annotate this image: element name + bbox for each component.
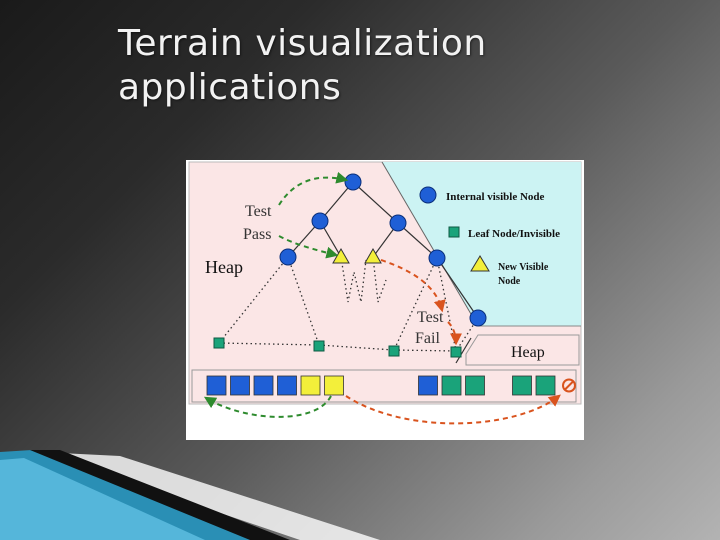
legend-new-visible-label: New Visible (498, 262, 549, 273)
legend-leaf-label: Leaf Node/Invisible (468, 228, 560, 240)
internal-node (428, 249, 446, 267)
heap-cell-blue (418, 375, 438, 396)
test-fail-label: Test (417, 309, 444, 326)
test-pass-label-2: Pass (243, 226, 271, 243)
new-visible-node (364, 247, 382, 264)
quadtree-diagram: Internal visible Node Leaf Node/Invisibl… (186, 160, 584, 440)
legend-internal-label: Internal visible Node (446, 191, 545, 203)
leaf-nodes (213, 337, 462, 358)
test-fail-arrow (380, 259, 446, 313)
internal-node (389, 214, 407, 232)
root-node (344, 173, 362, 191)
legend: Internal visible Node Leaf Node/Invisibl… (419, 186, 560, 287)
leaf-node (213, 337, 225, 349)
leaf-node (450, 346, 462, 358)
heap-cells (206, 375, 576, 396)
test-fail-label-2: Fail (415, 330, 440, 347)
heap-label-left: Heap (205, 257, 243, 277)
heap-cell-green (465, 375, 485, 396)
test-fail-arrow-up (447, 321, 462, 346)
internal-node (279, 248, 297, 266)
heap-cell-blue (253, 375, 274, 396)
heap-cell-blue (277, 375, 297, 396)
heap-fail-arrow (345, 394, 561, 425)
heap-cell-yellow (300, 375, 321, 396)
heap-cell-green (441, 375, 462, 396)
decorative-swoosh (0, 450, 380, 540)
heap-divider (455, 337, 472, 364)
legend-internal-icon (419, 186, 437, 204)
internal-node (311, 212, 329, 230)
test-pass-label: Test (245, 203, 272, 220)
legend-leaf-icon (448, 226, 460, 238)
heap-cell-green (512, 375, 532, 396)
legend-new-visible-icon (470, 255, 490, 272)
legend-new-visible-label-2: Node (498, 276, 521, 287)
leaf-node (313, 340, 325, 352)
leaf-node (388, 345, 400, 357)
test-pass-arrow-down (278, 235, 339, 259)
heap-empty-slot-slash (564, 380, 574, 391)
internal-node (469, 309, 487, 327)
region-divider (381, 161, 479, 327)
heap-cell-green (535, 375, 556, 396)
heap-pass-arrow (203, 395, 332, 418)
heap-cell-blue (206, 375, 227, 396)
heap-cell-blue (230, 375, 250, 396)
heap-cell-yellow (324, 375, 344, 396)
visible-region (382, 162, 581, 326)
heap-label-right: Heap (511, 344, 545, 361)
subtree-dotted-edges (218, 256, 479, 352)
heap-panel-right (465, 334, 580, 366)
internal-nodes (279, 173, 487, 327)
heap-empty-slot-icon (562, 378, 576, 393)
slide-title: Terrain visualization applications (118, 23, 487, 108)
test-pass-arrow (278, 171, 349, 206)
